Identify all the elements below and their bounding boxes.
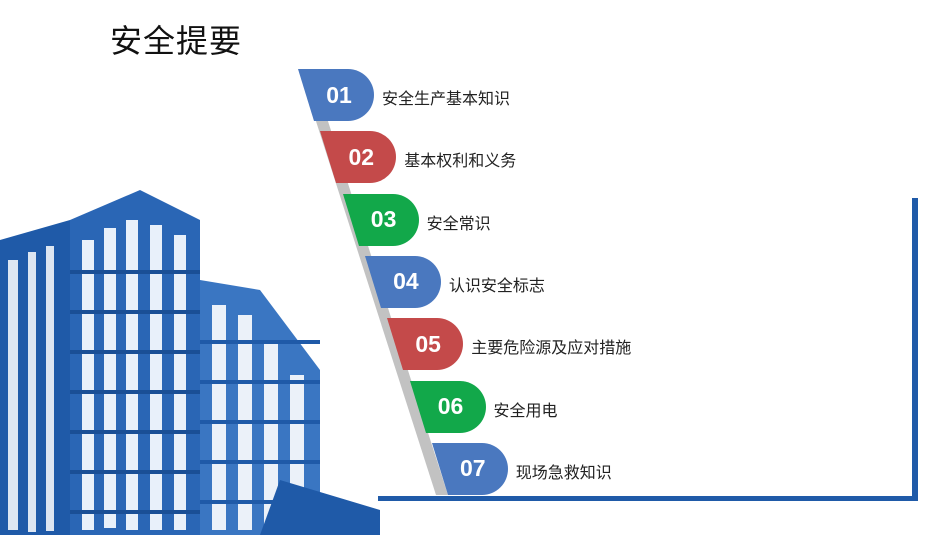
agenda-item[interactable]: 04 认识安全标志 bbox=[364, 255, 745, 308]
agenda-number: 04 bbox=[393, 268, 419, 295]
agenda-label: 主要危险源及应对措施 bbox=[471, 338, 632, 358]
agenda-number: 01 bbox=[326, 81, 352, 108]
building-illustration bbox=[0, 190, 380, 535]
agenda-label: 安全常识 bbox=[426, 213, 491, 233]
agenda-number: 02 bbox=[348, 143, 375, 170]
agenda-item[interactable]: 01 安全生产基本知识 bbox=[298, 69, 678, 121]
agenda-badge bbox=[320, 131, 397, 184]
agenda-label: 安全生产基本知识 bbox=[382, 89, 511, 108]
agenda-number: 07 bbox=[460, 455, 486, 482]
agenda-item[interactable]: 07 现场急救知识 bbox=[431, 442, 812, 495]
agenda-label: 基本权利和义务 bbox=[404, 151, 517, 171]
page-title: 安全提要 bbox=[110, 22, 243, 60]
agenda-badge bbox=[431, 442, 508, 495]
agenda-label: 现场急救知识 bbox=[515, 462, 612, 482]
agenda-number: 06 bbox=[437, 393, 464, 419]
agenda-number: 03 bbox=[370, 206, 397, 233]
agenda-badge bbox=[364, 255, 441, 308]
agenda-label: 认识安全标志 bbox=[448, 275, 545, 295]
frame-right-border bbox=[912, 198, 918, 500]
agenda-item[interactable]: 05 主要危险源及应对措施 bbox=[387, 318, 767, 371]
frame-bottom-border bbox=[378, 496, 918, 501]
agenda-badge bbox=[409, 380, 486, 433]
agenda-badge bbox=[298, 69, 374, 121]
agenda-item[interactable]: 06 安全用电 bbox=[409, 380, 790, 433]
agenda-badge bbox=[387, 318, 464, 371]
agenda-item[interactable]: 02 基本权利和义务 bbox=[320, 131, 700, 184]
agenda-item[interactable]: 03 安全常识 bbox=[342, 193, 723, 246]
agenda-number: 05 bbox=[415, 330, 441, 357]
agenda-badge bbox=[342, 193, 419, 246]
agenda-label: 安全用电 bbox=[493, 400, 558, 420]
